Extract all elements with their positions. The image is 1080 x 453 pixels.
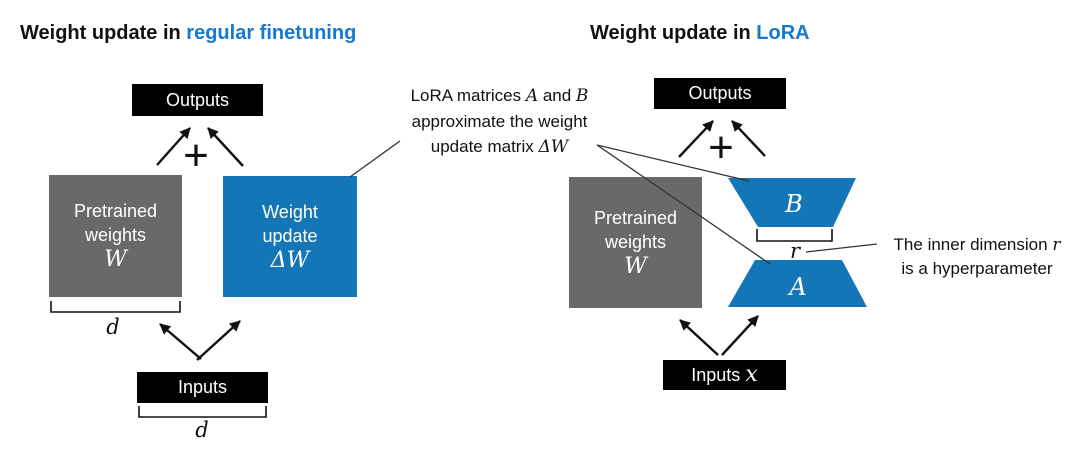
rank-hyperparameter-annotation: The inner dimension r is a hyperparamete… xyxy=(877,233,1077,280)
rank-annotation-text: The inner dimension xyxy=(893,235,1053,254)
lora-matrices-annotation: LoRA matrices A and B approximate the we… xyxy=(389,83,610,160)
right-pretrained-weights-box: Pretrained weights W xyxy=(569,177,702,308)
matrix-a-label: A xyxy=(789,273,807,301)
left-inputs-label: Inputs xyxy=(177,377,228,397)
right-arrow-inputs-to-a xyxy=(721,315,759,356)
left-pretrained-weights-box: Pretrained weights W xyxy=(49,175,182,297)
right-arrow-inputs-to-weights xyxy=(679,319,719,356)
right-pretrained-label-line2: weights xyxy=(604,231,667,252)
connector-rank-to-annotation xyxy=(805,243,878,253)
right-inputs-math-x: x xyxy=(745,362,758,387)
left-outputs-label: Outputs xyxy=(165,89,230,110)
matrix-b-label: B xyxy=(785,190,803,218)
rank-annotation-line2: is a hyperparameter xyxy=(901,259,1053,278)
right-outputs-label: Outputs xyxy=(688,83,752,103)
right-inputs-text: Inputs xyxy=(691,365,746,385)
right-outputs-box: Outputs xyxy=(654,78,786,109)
pretrained-math-symbol: W xyxy=(104,247,127,272)
annotation-line1-text2: and xyxy=(538,86,576,105)
annotation-line1-text1: LoRA matrices xyxy=(410,86,526,105)
weights-dim-bracket xyxy=(50,301,181,313)
annotation-math-b: B xyxy=(575,86,589,106)
annotation-line3: update matrix ΔW xyxy=(389,134,610,160)
inputs-dim-bracket xyxy=(138,406,267,418)
right-inputs-box: Inputs x xyxy=(663,360,786,390)
annotation-line1: LoRA matrices A and B xyxy=(389,83,610,109)
annotation-math-dw: ΔW xyxy=(538,137,569,157)
left-arrow-inputs-to-update xyxy=(196,320,241,361)
right-inputs-label: Inputs x xyxy=(691,362,757,388)
right-pretrained-label-line1: Pretrained xyxy=(593,207,678,228)
left-title: Weight update in regular finetuning xyxy=(20,22,356,45)
annotation-math-a: A xyxy=(525,86,539,106)
rank-label: r xyxy=(789,239,801,263)
right-pretrained-math-symbol: W xyxy=(624,253,647,279)
left-title-prefix: Weight update in xyxy=(20,22,187,44)
update-math-symbol: ΔW xyxy=(270,247,310,273)
right-arrow-b-to-outputs xyxy=(731,120,766,157)
left-weights-dim-label: d xyxy=(106,315,120,339)
left-title-highlight: regular finetuning xyxy=(186,22,357,44)
rank-annotation-math-r: r xyxy=(1052,235,1061,255)
pretrained-label-line2: weights xyxy=(84,225,147,245)
pretrained-label-line1: Pretrained xyxy=(73,201,158,221)
right-title-highlight: LoRA xyxy=(756,22,810,44)
update-label-line1: Weight xyxy=(262,201,318,222)
left-weight-update-box: Weight update ΔW xyxy=(223,176,357,297)
annotation-line3-text: update matrix xyxy=(430,137,539,156)
left-arrow-update-to-outputs xyxy=(207,127,244,167)
left-outputs-box: Outputs xyxy=(132,84,263,116)
right-title-prefix: Weight update in xyxy=(590,22,757,44)
right-title: Weight update in LoRA xyxy=(590,22,810,45)
rank-annotation-line1: The inner dimension r xyxy=(877,233,1077,257)
left-plus-sign: + xyxy=(183,131,209,180)
left-inputs-box: Inputs xyxy=(137,372,268,403)
annotation-line2: approximate the weight xyxy=(411,112,588,131)
right-plus-sign: + xyxy=(708,123,734,172)
left-arrow-inputs-to-weights xyxy=(159,323,202,360)
update-label-line2: update xyxy=(262,225,318,246)
left-inputs-dim-label: d xyxy=(195,418,209,442)
